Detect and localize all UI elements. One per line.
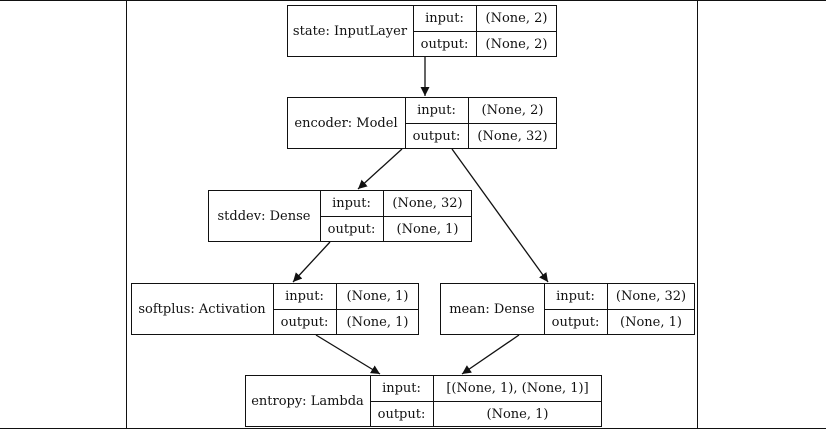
node-stddev: stddev: Dense input: (None, 32) output: (Non…	[208, 190, 472, 242]
output-label: output:	[327, 221, 376, 237]
output-shape-value: (None, 32)	[477, 128, 548, 144]
frame-left-divider	[126, 0, 127, 429]
edge-encoder-to-mean	[451, 148, 549, 283]
node-name: mean: Dense	[449, 301, 535, 317]
output-shape-value: (None, 1)	[346, 314, 409, 330]
output-shape-value: (None, 1)	[620, 314, 682, 330]
input-shape-value: (None, 32)	[615, 288, 687, 304]
output-label: output:	[420, 36, 469, 52]
node-row-divider	[413, 31, 557, 32]
input-label: input:	[425, 10, 464, 26]
output-label: output:	[412, 128, 461, 144]
output-shape-value: (None, 1)	[396, 221, 459, 237]
frame-right-divider	[697, 0, 698, 429]
input-label: input:	[556, 288, 595, 304]
input-label: input:	[332, 195, 371, 211]
input-shape-value: (None, 2)	[481, 102, 544, 118]
node-entropy: entropy: Lambda input: [(None, 1), (None, …	[245, 375, 602, 427]
output-label: output:	[551, 314, 600, 330]
node-name: softplus: Activation	[138, 301, 266, 317]
node-softplus: softplus: Activation input: (None, 1) outpu…	[131, 283, 419, 335]
input-shape-value: [(None, 1), (None, 1)]	[446, 380, 589, 396]
node-row-divider	[273, 309, 419, 310]
node-mean: mean: Dense input: (None, 32) output: (None,…	[440, 283, 695, 335]
node-row-divider	[405, 123, 557, 124]
input-label: input:	[285, 288, 324, 304]
node-name: stddev: Dense	[217, 208, 311, 224]
node-name: state: InputLayer	[292, 23, 408, 39]
node-name: encoder: Model	[294, 115, 398, 131]
node-row-divider	[320, 216, 472, 217]
node-row-divider	[544, 309, 695, 310]
node-state: state: InputLayer input: (None, 2) output: (…	[287, 5, 557, 57]
input-shape-value: (None, 32)	[392, 195, 463, 211]
output-label: output:	[280, 314, 329, 330]
input-shape-value: (None, 2)	[485, 10, 548, 26]
edge-softplus-to-entropy	[315, 334, 381, 375]
input-shape-value: (None, 1)	[346, 288, 409, 304]
edge-stddev-to-softplus	[292, 241, 331, 283]
node-encoder: encoder: Model input: (None, 2) output: (Non…	[287, 97, 557, 149]
output-shape-value: (None, 2)	[485, 36, 548, 52]
node-name: entropy: Lambda	[251, 393, 364, 409]
edge-encoder-to-stddev	[357, 148, 403, 190]
output-label: output:	[377, 406, 426, 422]
frame-top-border	[0, 0, 826, 1]
edge-mean-to-entropy	[461, 334, 520, 375]
output-shape-value: (None, 1)	[486, 406, 549, 422]
input-label: input:	[382, 380, 421, 396]
input-label: input:	[417, 102, 456, 118]
node-row-divider	[370, 401, 602, 402]
